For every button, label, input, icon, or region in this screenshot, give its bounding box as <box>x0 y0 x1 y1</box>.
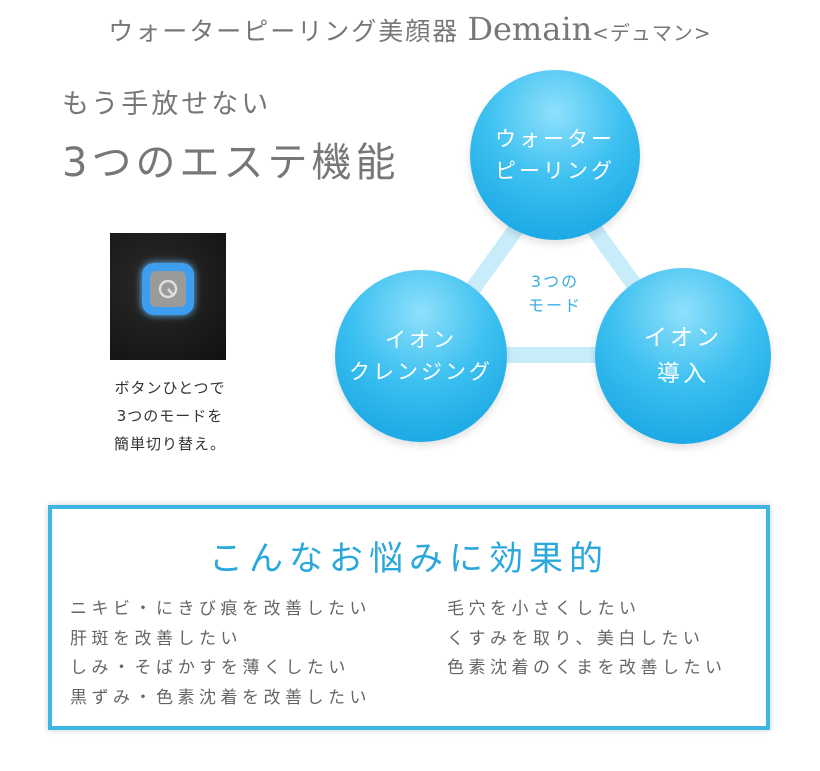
mode-ion-cleansing: イオンクレンジング <box>335 270 507 442</box>
mode-label: ピーリング <box>495 159 615 183</box>
caption-line: 簡単切り替え。 <box>113 435 226 453</box>
intro-line-1: もう手放せない <box>62 89 272 120</box>
power-icon <box>150 271 186 307</box>
center-label: 3つの <box>530 272 580 291</box>
list-item: くすみを取り、美白したい <box>447 628 705 649</box>
intro-line-2: 3つのエステ機能 <box>62 140 400 186</box>
list-item: 毛穴を小さくしたい <box>447 599 641 619</box>
list-item: しみ・そばかすを薄くしたい <box>70 658 350 678</box>
brand-kana: <デュマン> <box>592 21 712 45</box>
list-item: 色素沈着のくまを改善したい <box>447 658 727 678</box>
three-modes-label: 3つのモード <box>505 270 605 318</box>
concerns-left-list: ニキビ・にきび痕を改善したい 肝斑を改善したい しみ・そばかすを薄くしたい 黒ず… <box>70 595 371 713</box>
mode-water-peeling: ウォーターピーリング <box>470 70 640 240</box>
mode-label: ウォーター <box>495 127 615 151</box>
title-text: ウォーターピーリング美顔器 <box>108 17 460 46</box>
concerns-right-list: 毛穴を小さくしたい くすみを取り、美白したい 色素沈着のくまを改善したい <box>447 595 727 684</box>
mode-label: イオン <box>644 325 722 351</box>
mode-label: 導入 <box>657 361 709 387</box>
device-caption: ボタンひとつで 3つのモードを 簡単切り替え。 <box>90 374 250 458</box>
concerns-title: こんなお悩みに効果的 <box>209 539 609 579</box>
concerns-box: こんなお悩みに効果的 ニキビ・にきび痕を改善したい 肝斑を改善したい しみ・そば… <box>48 505 770 730</box>
caption-line: ボタンひとつで <box>114 379 226 397</box>
list-item: ニキビ・にきび痕を改善したい <box>70 599 371 619</box>
mode-label: イオン <box>385 328 457 352</box>
brand-name: Demain <box>467 10 593 48</box>
mode-triangle <box>409 161 701 363</box>
list-item: 黒ずみ・色素沈着を改善したい <box>70 687 371 708</box>
center-label: モード <box>527 296 582 315</box>
device-button-photo <box>110 233 226 360</box>
caption-line: 3つのモードを <box>116 407 224 425</box>
mode-ion-infusion: イオン導入 <box>595 268 771 444</box>
mode-button-ring <box>142 263 194 315</box>
list-item: 肝斑を改善したい <box>70 628 242 649</box>
mode-label: クレンジング <box>349 360 493 384</box>
